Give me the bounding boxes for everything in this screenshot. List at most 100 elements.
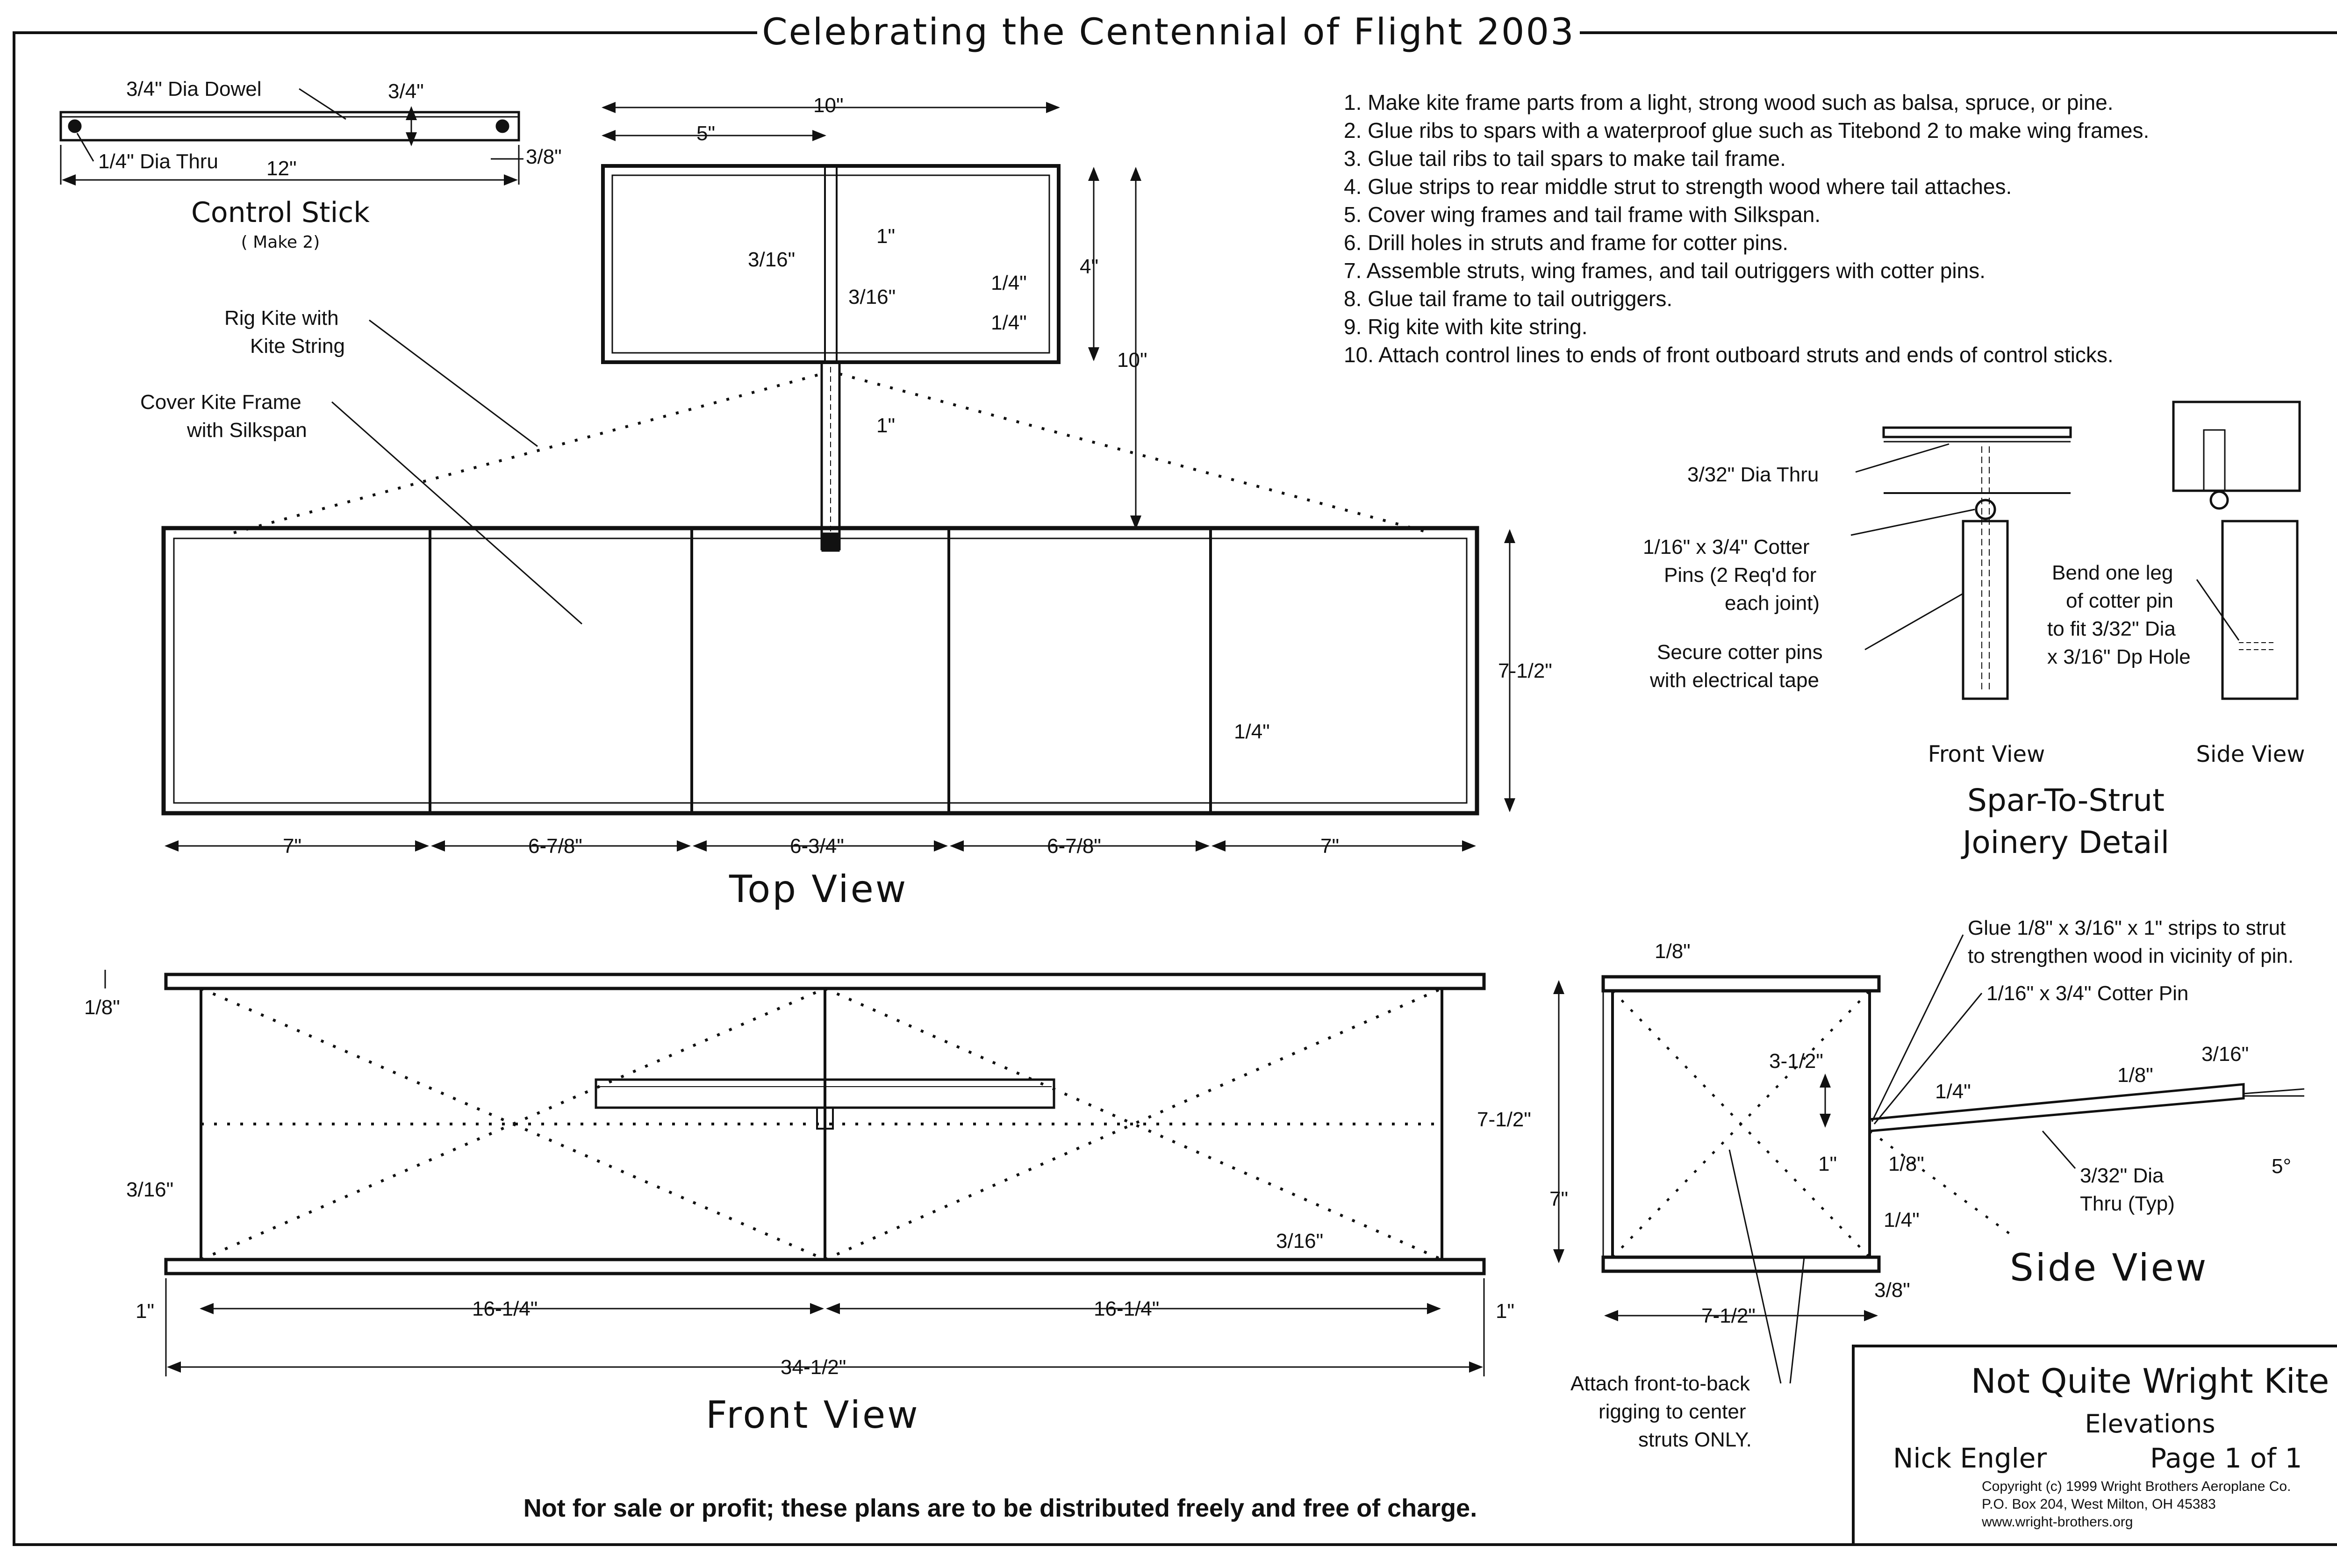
front-view-title: Front View xyxy=(706,1393,920,1437)
side-view-dim-b: 1/4" xyxy=(1884,1209,1920,1231)
control-stick-thickness-label: 3/4" xyxy=(388,80,424,103)
top-view-rig-note-1: Rig Kite with xyxy=(224,307,339,329)
instruction-7: 7. Assemble struts, wing frames, and tai… xyxy=(1344,258,1986,283)
instruction-9: 9. Rig kite with kite string. xyxy=(1344,315,1588,339)
header-title: Celebrating the Centennial of Flight 200… xyxy=(762,11,1575,53)
title-block-frame xyxy=(1852,1345,2337,1546)
side-view-angle: 5° xyxy=(2272,1155,2291,1178)
control-stick-subtitle: ( Make 2) xyxy=(241,233,320,252)
joinery-side-view-label: Side View xyxy=(2196,741,2305,767)
top-view-bay-4: 6-7/8" xyxy=(1047,835,1101,858)
side-view-tail-offset: 1" xyxy=(1818,1153,1837,1175)
top-view-tail-half: 5" xyxy=(696,122,715,145)
joinery-tape-label-2: with electrical tape xyxy=(1649,669,1819,692)
control-stick-hole-label: 1/4" Dia Thru xyxy=(98,150,218,173)
instruction-8: 8. Glue tail frame to tail outriggers. xyxy=(1344,286,1672,311)
top-view-wing-depth: 7-1/2" xyxy=(1498,659,1552,682)
top-view-drawing xyxy=(161,102,1515,852)
instruction-10: 10. Attach control lines to ends of fron… xyxy=(1344,343,2114,367)
side-view-cotter-label: 1/16" x 3/4" Cotter Pin xyxy=(1986,982,2188,1005)
joinery-bend-label-2: of cotter pin xyxy=(2066,589,2173,612)
top-view-bay-5: 7" xyxy=(1320,835,1339,858)
top-view-bay-2: 6-7/8" xyxy=(528,835,582,858)
title-block-page: Page 1 of 1 xyxy=(2150,1442,2302,1474)
sheet-border xyxy=(13,31,2337,1546)
side-view-dim-d: 1/8" xyxy=(2117,1064,2153,1087)
side-view-rigging-note-3: struts ONLY. xyxy=(1638,1428,1752,1451)
joinery-bend-label-3: to fit 3/32" Dia xyxy=(2047,617,2176,640)
side-view-tail-height: 3-1/2" xyxy=(1769,1050,1823,1073)
top-view-wing-rib: 1/4" xyxy=(1234,720,1270,743)
side-view-bottom: 3/8" xyxy=(1874,1279,1910,1302)
control-stick-length-label: 12" xyxy=(266,157,297,180)
side-view-rigging-note-2: rigging to center xyxy=(1599,1400,1746,1423)
top-view-cover-note-2: with Silkspan xyxy=(186,419,307,442)
joinery-tape-label-1: Secure cotter pins xyxy=(1657,641,1823,664)
control-stick-title: Control Stick xyxy=(191,196,370,229)
side-view-dim-a: 1/8" xyxy=(1888,1153,1924,1175)
top-view-tail-depth: 4" xyxy=(1080,255,1098,278)
front-view-right-overhang: 1" xyxy=(1496,1300,1514,1323)
control-stick-drawing xyxy=(59,88,523,186)
side-view-height-outer: 7-1/2" xyxy=(1477,1108,1531,1131)
top-view-cover-note-1: Cover Kite Frame xyxy=(140,391,301,414)
side-view-title: Side View xyxy=(2010,1246,2208,1289)
joinery-detail-drawing xyxy=(1850,401,2301,700)
top-view-strip-width: 3/16" xyxy=(748,248,795,271)
control-stick-edge-label: 3/8" xyxy=(526,145,562,168)
joinery-hole-label: 3/32" Dia Thru xyxy=(1687,463,1819,486)
top-view-strip-width-2: 3/16" xyxy=(848,286,896,308)
title-block-author: Nick Engler xyxy=(1893,1442,2047,1474)
side-view-drawing xyxy=(1553,934,2305,1384)
front-view-drawing xyxy=(104,970,1486,1376)
top-view-rig-note-2: Kite String xyxy=(250,335,345,358)
joinery-front-view-label: Front View xyxy=(1928,741,2045,767)
joinery-pins-label-1: 1/16" x 3/4" Cotter xyxy=(1643,536,1810,558)
title-block-copyright-3: www.wright-brothers.org xyxy=(1981,1514,2133,1530)
front-view-spar: 1/8" xyxy=(84,996,120,1019)
title-block-subtitle: Elevations xyxy=(2085,1409,2215,1439)
front-view-half-span-left: 16-1/4" xyxy=(472,1297,538,1320)
instruction-1: 1. Make kite frame parts from a light, s… xyxy=(1344,90,2114,115)
side-view-top-spar: 1/8" xyxy=(1655,940,1691,963)
footer-note: Not for sale or profit; these plans are … xyxy=(523,1494,1477,1522)
side-view-rigging-note-1: Attach front-to-back xyxy=(1570,1372,1750,1395)
side-view-height-inner: 7" xyxy=(1549,1188,1568,1210)
top-view-bay-3: 6-3/4" xyxy=(790,835,844,858)
joinery-bend-label-4: x 3/16" Dp Hole xyxy=(2047,645,2191,668)
side-view-dim-e: 3/16" xyxy=(2201,1043,2249,1066)
control-stick-dowel-label: 3/4" Dia Dowel xyxy=(126,78,262,100)
joinery-title-2: Joinery Detail xyxy=(1961,824,2169,860)
top-view-strip-length: 1" xyxy=(876,225,895,248)
front-view-strut: 3/16" xyxy=(126,1178,173,1201)
side-view-depth: 7-1/2" xyxy=(1701,1304,1756,1327)
front-view-span: 34-1/2" xyxy=(781,1356,846,1379)
instruction-6: 6. Drill holes in struts and frame for c… xyxy=(1344,230,1788,255)
instruction-2: 2. Glue ribs to spars with a waterproof … xyxy=(1344,118,2149,143)
instruction-3: 3. Glue tail ribs to tail spars to make … xyxy=(1344,146,1786,171)
title-block-copyright-2: P.O. Box 204, West Milton, OH 45383 xyxy=(1982,1496,2216,1512)
joinery-bend-label-1: Bend one leg xyxy=(2052,561,2173,584)
front-view-left-overhang: 1" xyxy=(136,1300,154,1323)
joinery-pins-label-3: each joint) xyxy=(1725,592,1820,615)
top-view-bay-1: 7" xyxy=(283,835,301,858)
top-view-rib: 1/4" xyxy=(991,272,1027,294)
top-view-strip-length-2: 1" xyxy=(876,414,895,437)
joinery-pins-label-2: Pins (2 Req'd for xyxy=(1664,564,1816,587)
joinery-title-1: Spar-To-Strut xyxy=(1967,782,2165,818)
instructions-list: 1. Make kite frame parts from a light, s… xyxy=(1344,90,2149,367)
top-view-title: Top View xyxy=(729,867,908,911)
top-view-boom-length: 10" xyxy=(1117,349,1147,372)
side-view-glue-note-1: Glue 1/8" x 3/16" x 1" strips to strut xyxy=(1968,916,2286,939)
side-view-glue-note-2: to strengthen wood in vicinity of pin. xyxy=(1968,945,2294,967)
front-view-strut-2: 3/16" xyxy=(1276,1230,1323,1253)
instruction-4: 4. Glue strips to rear middle strut to s… xyxy=(1344,174,2012,199)
title-block-copyright-1: Copyright (c) 1999 Wright Brothers Aerop… xyxy=(1982,1479,2291,1494)
front-view-half-span-right: 16-1/4" xyxy=(1094,1297,1159,1320)
side-view-hole-label-2: Thru (Typ) xyxy=(2080,1192,2175,1215)
title-block-title: Not Quite Wright Kite xyxy=(1971,1361,2330,1401)
top-view-rib-2: 1/4" xyxy=(991,311,1027,334)
instruction-5: 5. Cover wing frames and tail frame with… xyxy=(1344,202,1821,227)
side-view-dim-c: 1/4" xyxy=(1935,1080,1971,1103)
